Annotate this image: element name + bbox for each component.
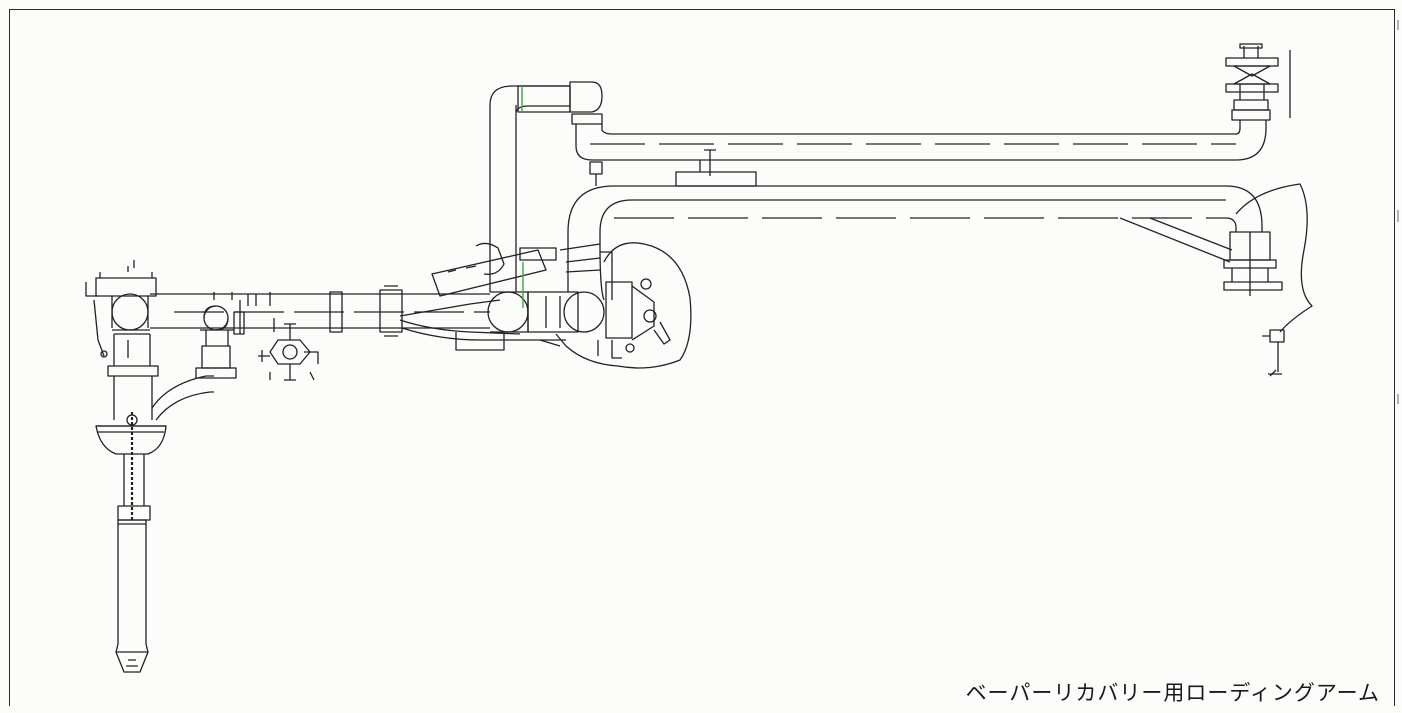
- main-outer-arm: [567, 183, 1313, 377]
- drawing-border: [9, 9, 1395, 706]
- base-riser: [85, 260, 245, 421]
- swivel-assembly: [399, 242, 692, 369]
- green-reference-mark: [521, 86, 524, 308]
- drawing-caption: ベーパーリカバリー用ローディングアーム: [965, 681, 1380, 705]
- upper-vapor-pipe: [489, 43, 1291, 262]
- vent-valve: [589, 161, 603, 186]
- valve-cluster: [258, 323, 319, 381]
- drop-pipe: [95, 412, 167, 673]
